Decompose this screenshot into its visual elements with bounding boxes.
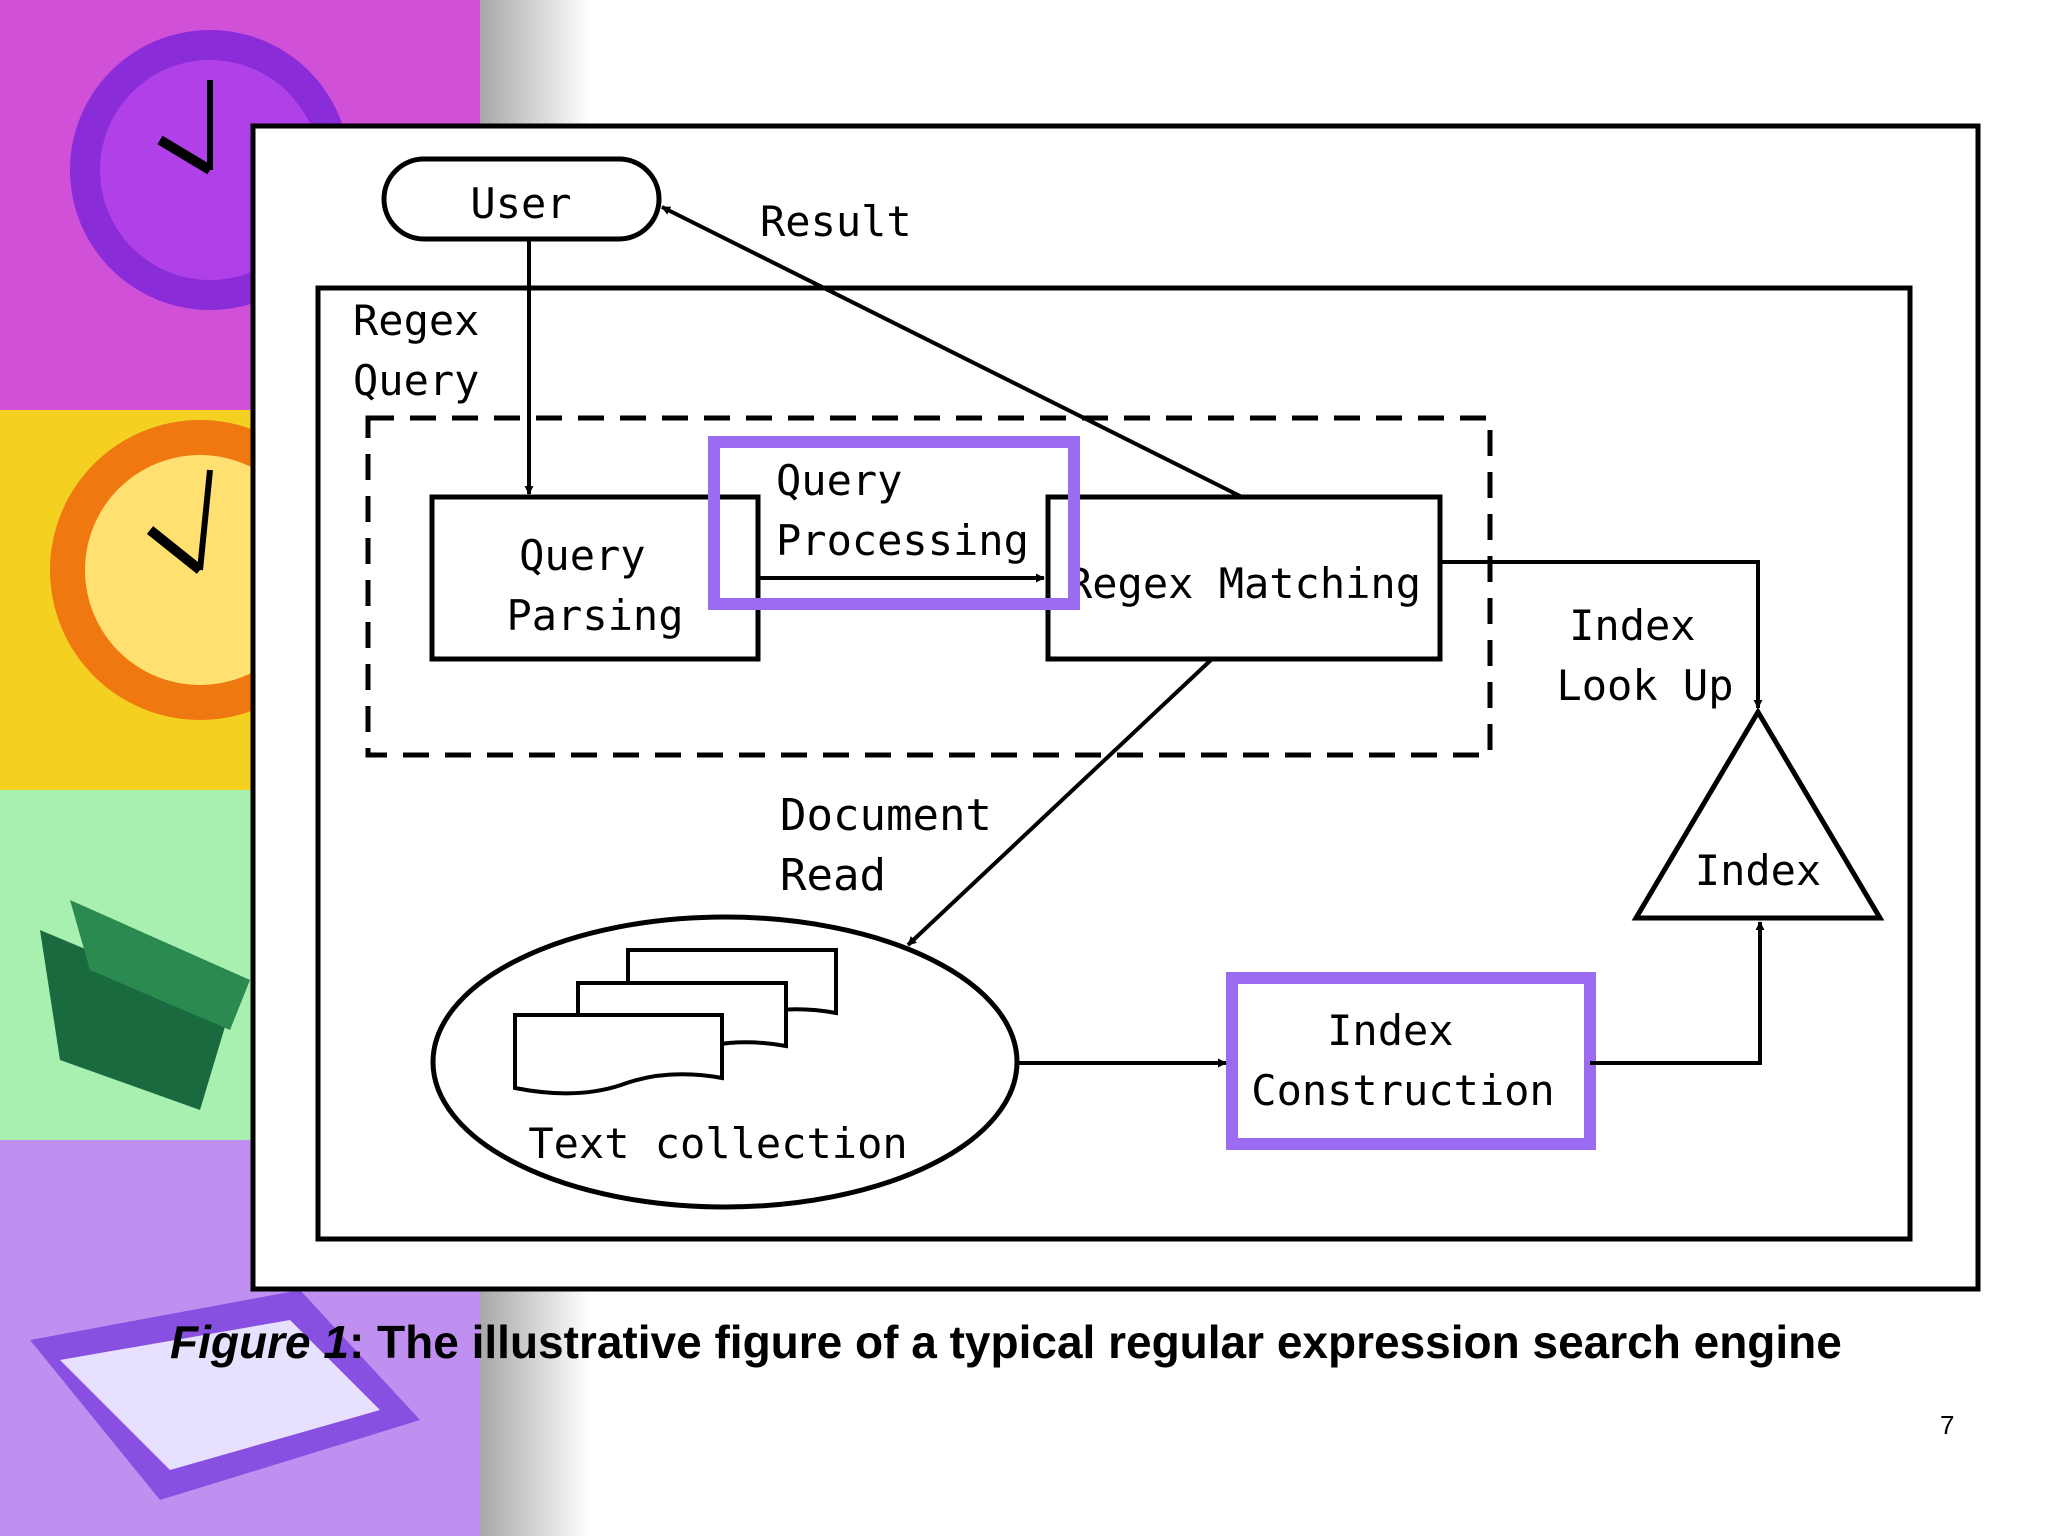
documents-icon <box>513 948 838 1096</box>
result-label: Result <box>760 197 912 246</box>
index-lookup-label: Index Look Up <box>1556 601 1733 710</box>
figure-label: Figure 1 <box>170 1316 349 1368</box>
page-number: 7 <box>1940 1410 1955 1440</box>
papers-icon <box>40 930 230 1110</box>
construction-to-index-arrow <box>1590 921 1765 1065</box>
regex-engine-boundary <box>315 285 1913 1242</box>
figure-caption: Figure 1: The illustrative figure of a t… <box>170 1315 2040 1369</box>
result-arrow <box>661 205 1243 499</box>
index-lookup-arrow <box>1440 560 1763 709</box>
caption-text: : The illustrative figure of a typical r… <box>348 1316 1842 1368</box>
regex-matching-node <box>1045 494 1443 662</box>
index-node <box>1631 707 1885 921</box>
text-collection-label: Text collection <box>528 1119 907 1168</box>
regex-matching-label: Regex Matching <box>1067 559 1421 608</box>
index-construction-label: Index Construction <box>1251 1006 1554 1115</box>
query-processing-label: Query Processing <box>776 456 1029 565</box>
query-module-boundary <box>365 415 1493 758</box>
user-label: User <box>470 179 571 228</box>
document-read-label: Document Read <box>780 790 1018 901</box>
document-read-arrow <box>906 657 1214 947</box>
query-processing-highlight <box>708 436 1080 610</box>
regex-query-label: Regex Query <box>353 296 505 405</box>
user-node <box>381 156 662 242</box>
query-parsing-label: Query Parsing <box>506 531 683 640</box>
index-label: Index <box>1695 846 1821 895</box>
